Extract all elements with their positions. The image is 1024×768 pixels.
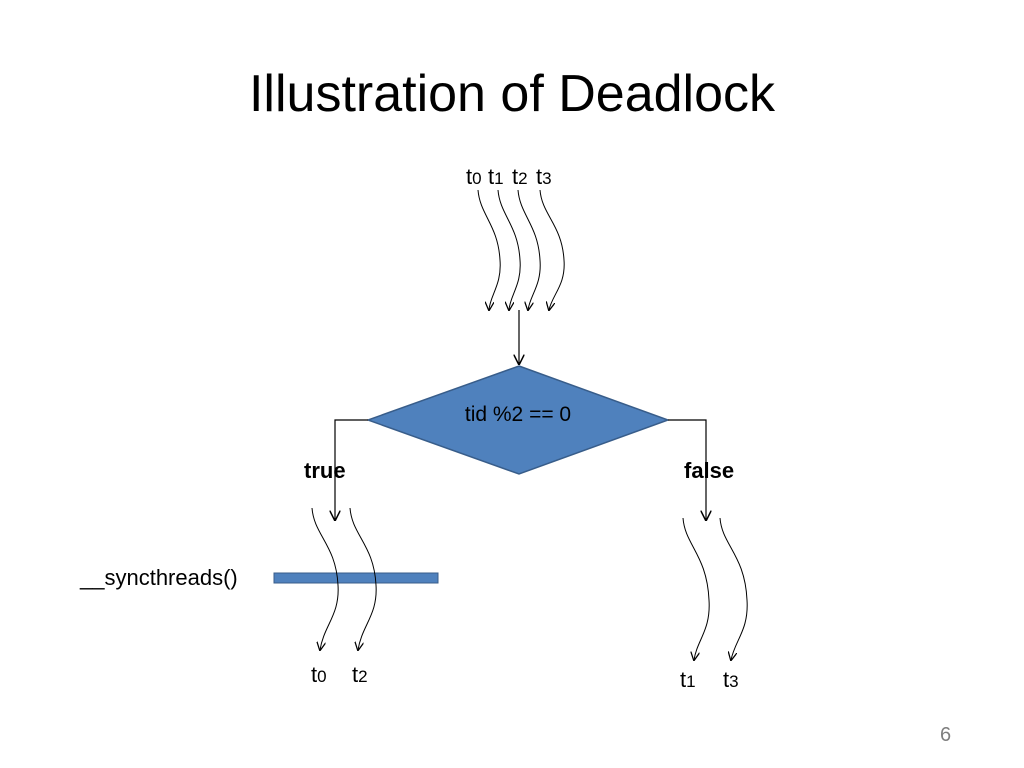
- thread-path-false-t1: [682, 517, 710, 660]
- syncthreads-label: __syncthreads(): [80, 565, 238, 590]
- thread-label-t0: t0: [466, 164, 482, 189]
- thread-label-true-t0: t0: [311, 662, 327, 687]
- false-branch-connector: [668, 419, 706, 520]
- thread-label-t1: t1: [488, 164, 504, 189]
- true-branch-connector: [335, 419, 368, 520]
- thread-label-t3: t3: [536, 164, 552, 189]
- thread-path-false-t3: [719, 517, 748, 660]
- thread-path-true-t2: [349, 507, 377, 650]
- thread-path-t3: [539, 189, 565, 310]
- syncthreads-barrier-bar: [273, 572, 439, 584]
- thread-path-t0: [477, 189, 501, 310]
- thread-path-t1: [497, 189, 521, 310]
- decision-condition: tid %2 == 0: [464, 403, 572, 426]
- slide-title: Illustration of Deadlock: [248, 65, 776, 123]
- thread-label-t2: t2: [512, 164, 528, 189]
- true-branch-label: true: [304, 458, 346, 483]
- thread-label-false-t3: t3: [723, 667, 739, 692]
- page-number: 6: [940, 724, 952, 746]
- thread-path-true-t0: [311, 507, 339, 650]
- thread-label-true-t2: t2: [352, 662, 368, 687]
- decision-diamond: [365, 365, 671, 475]
- false-branch-label: false: [684, 458, 735, 483]
- thread-label-false-t1: t1: [680, 667, 696, 692]
- thread-path-t2: [517, 189, 541, 310]
